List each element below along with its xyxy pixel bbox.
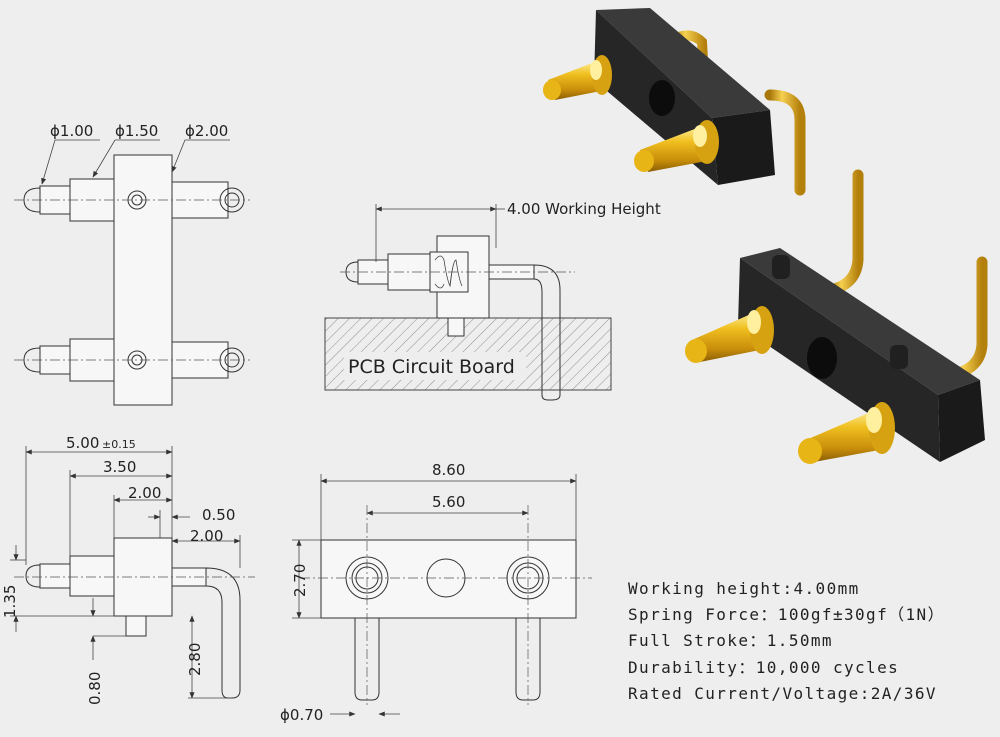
top-view-housing	[113, 154, 173, 406]
spec-durability: Durability：10,000 cycles	[628, 658, 899, 677]
top-view: ϕ1.00 ϕ1.50 ϕ2.00	[14, 122, 250, 406]
dia-1-label: ϕ1.00	[50, 122, 93, 140]
spec-spring-force: Spring Force：100gf±30gf（1N）	[628, 605, 945, 624]
render-bottom	[685, 169, 988, 464]
bent-tail	[533, 264, 561, 401]
side-view: 5.00 ±0.15 3.50 2.00 0.50 2.00 1.35 0.80…	[1, 434, 255, 705]
front-view: 8.60 5.60 2.70 ϕ0.70	[280, 461, 592, 724]
dim-2-70: 2.70	[291, 564, 309, 597]
dim-tolerance: ±0.15	[102, 438, 136, 451]
dim-2-00-b: 2.00	[190, 527, 223, 545]
spec-list: Working height:4.00mm Spring Force：100gf…	[628, 579, 945, 703]
dia-1-5-label: ϕ1.50	[115, 122, 158, 140]
top-view-pin-lower	[14, 338, 250, 382]
dim-3-50: 3.50	[103, 458, 136, 476]
dim-0-80: 0.80	[86, 672, 104, 705]
dim-5-60: 5.60	[432, 493, 465, 511]
dim-8-60: 8.60	[432, 461, 465, 479]
dim-1-35: 1.35	[1, 585, 19, 618]
working-height-label: 4.00 Working Height	[507, 200, 661, 218]
top-view-pin-upper	[14, 178, 250, 222]
front-housing	[320, 539, 577, 619]
spec-working-height: Working height:4.00mm	[628, 579, 860, 598]
spec-full-stroke: Full Stroke：1.50mm	[628, 631, 833, 650]
render-top	[543, 8, 806, 196]
spec-rated: Rated Current/Voltage:2A/36V	[628, 684, 937, 703]
dim-2-80: 2.80	[186, 643, 204, 676]
pcb-label: PCB Circuit Board	[348, 356, 515, 378]
dim-0-70: ϕ0.70	[280, 706, 323, 724]
dia-2-label: ϕ2.00	[185, 122, 228, 140]
section-view: PCB Circuit Board 4.00 Working Height	[324, 200, 661, 401]
dim-5-00: 5.00	[66, 434, 99, 452]
dim-2-00-a: 2.00	[128, 484, 161, 502]
dim-0-50: 0.50	[202, 506, 235, 524]
